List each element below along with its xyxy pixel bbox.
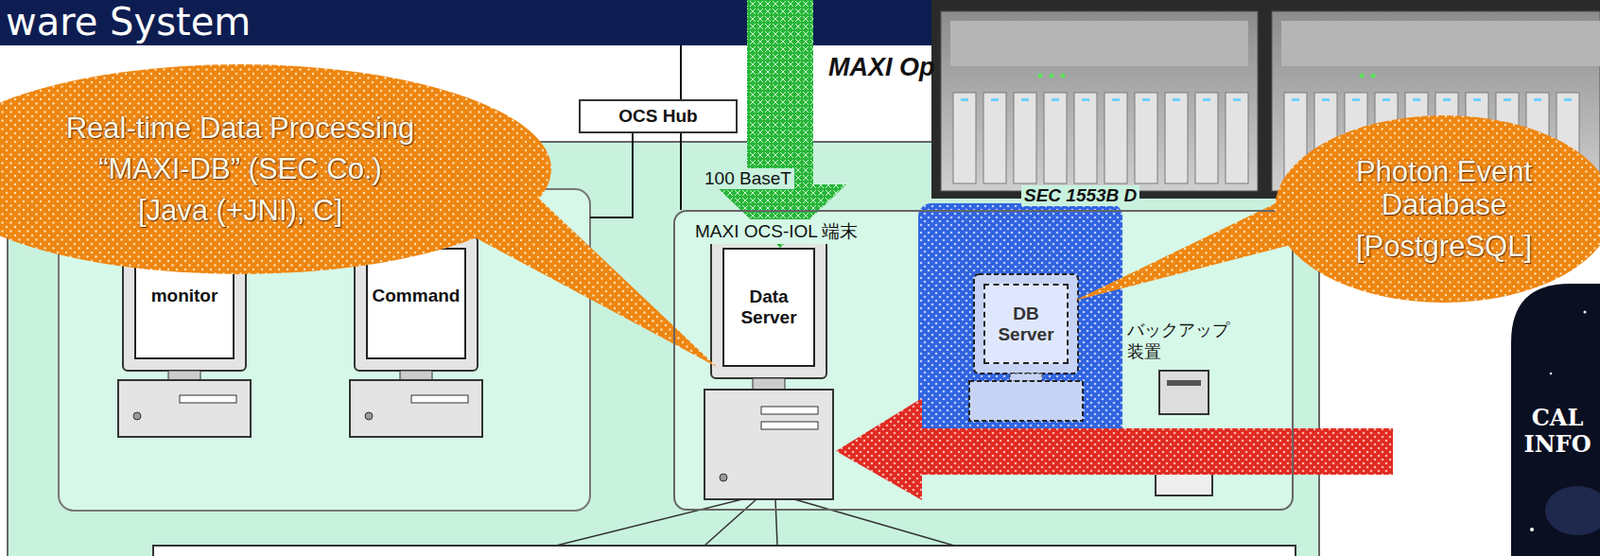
cpu-case <box>704 389 834 500</box>
network-link <box>679 133 682 210</box>
server-chassis <box>940 11 1258 192</box>
computer-icon <box>704 236 834 500</box>
box-label: monitor <box>151 285 219 307</box>
status-led <box>1049 73 1055 79</box>
bus-wires <box>153 499 1296 556</box>
region-label: SEC 1553B D <box>1021 185 1140 207</box>
drive-bay <box>1043 92 1067 184</box>
drive-bay <box>953 92 976 184</box>
monitor-stand <box>1009 373 1043 382</box>
cpu-case <box>118 380 251 437</box>
tape-slot <box>1166 380 1201 386</box>
power-button <box>133 412 141 420</box>
drive-slot <box>761 421 818 430</box>
callout-text: “MAXI-DB” (SEC Co.) <box>98 152 383 187</box>
star <box>1583 311 1587 314</box>
status-led <box>1038 73 1044 79</box>
drive-bay <box>1104 92 1128 184</box>
callout-bubble: Real-time Data Processing “MAXI-DB” (SEC … <box>0 63 553 276</box>
cpu-case <box>969 381 1083 421</box>
computer-screen: Data Server <box>722 247 816 367</box>
drive-bay <box>1195 92 1218 184</box>
monitor-stand <box>400 370 433 381</box>
terminal-group-box: MAXI OCS-IOL 端末 Data Server DB Server <box>673 209 1294 511</box>
box-label: DB Server <box>989 303 1063 346</box>
drive-slot <box>411 395 469 403</box>
status-led <box>1359 73 1365 79</box>
callout-text: [PostgreSQL] <box>1356 229 1532 264</box>
box-label: Command <box>372 285 461 307</box>
drive-slot <box>761 406 818 415</box>
slide-title: ware System <box>5 0 251 43</box>
chassis-panel <box>1281 20 1600 67</box>
device-box <box>153 545 1296 556</box>
computer-screen: DB Server <box>983 283 1069 365</box>
region-label: MAXI Op <box>828 52 936 83</box>
callout-bubble: Photon Event Database [PostgreSQL] <box>1273 114 1600 304</box>
hub-box: OCS Hub <box>578 99 738 134</box>
monitor-bezel <box>711 236 827 379</box>
cpu-case <box>349 380 483 437</box>
nebula-glow <box>1545 486 1600 536</box>
drive-bay <box>1165 92 1188 184</box>
callout-tail <box>472 198 717 367</box>
star <box>1549 372 1552 375</box>
power-button <box>365 412 373 420</box>
computer-icon <box>969 274 1083 421</box>
tape-drive <box>1159 370 1209 415</box>
box-label: OCS Hub <box>618 105 697 127</box>
drive-bay <box>1134 92 1158 184</box>
status-led <box>1060 73 1066 79</box>
drive-bay <box>1225 92 1249 184</box>
drive-bay <box>1013 92 1037 184</box>
fan-wire <box>556 499 955 546</box>
calibration-arrow <box>835 398 1393 501</box>
group-label: MAXI OCS-IOL 端末 <box>692 219 861 244</box>
network-label: 100 BaseT <box>701 168 795 190</box>
power-button <box>719 473 728 482</box>
drive-bay <box>1074 92 1097 184</box>
computer-screen: Command <box>365 247 467 360</box>
box-label: Data Server <box>728 286 810 329</box>
chassis-panel <box>950 20 1249 67</box>
monitor-stand <box>752 378 785 390</box>
drive-slot <box>179 395 237 403</box>
device-label: バックアップ 装置 <box>1127 319 1232 363</box>
db-highlight <box>918 203 1123 450</box>
network-wire <box>590 133 633 218</box>
callout-text: [Java (+JNI), C] <box>138 193 343 228</box>
computer-icon <box>349 236 483 437</box>
network-wire <box>679 45 682 100</box>
callout-text: Photon Event Database <box>1335 155 1553 223</box>
callout-ellipse <box>1274 115 1600 303</box>
space-photo <box>1511 283 1600 556</box>
callout-ellipse <box>0 64 552 275</box>
drive-bay <box>983 92 1007 184</box>
status-led <box>1371 73 1376 79</box>
callout-text: Real-time Data Processing <box>66 111 416 146</box>
monitor-stand <box>168 370 201 381</box>
operation-area <box>7 141 1320 556</box>
star <box>1530 527 1534 532</box>
monitor-bezel <box>973 274 1079 374</box>
input-label: CAL INFO <box>1516 404 1599 457</box>
